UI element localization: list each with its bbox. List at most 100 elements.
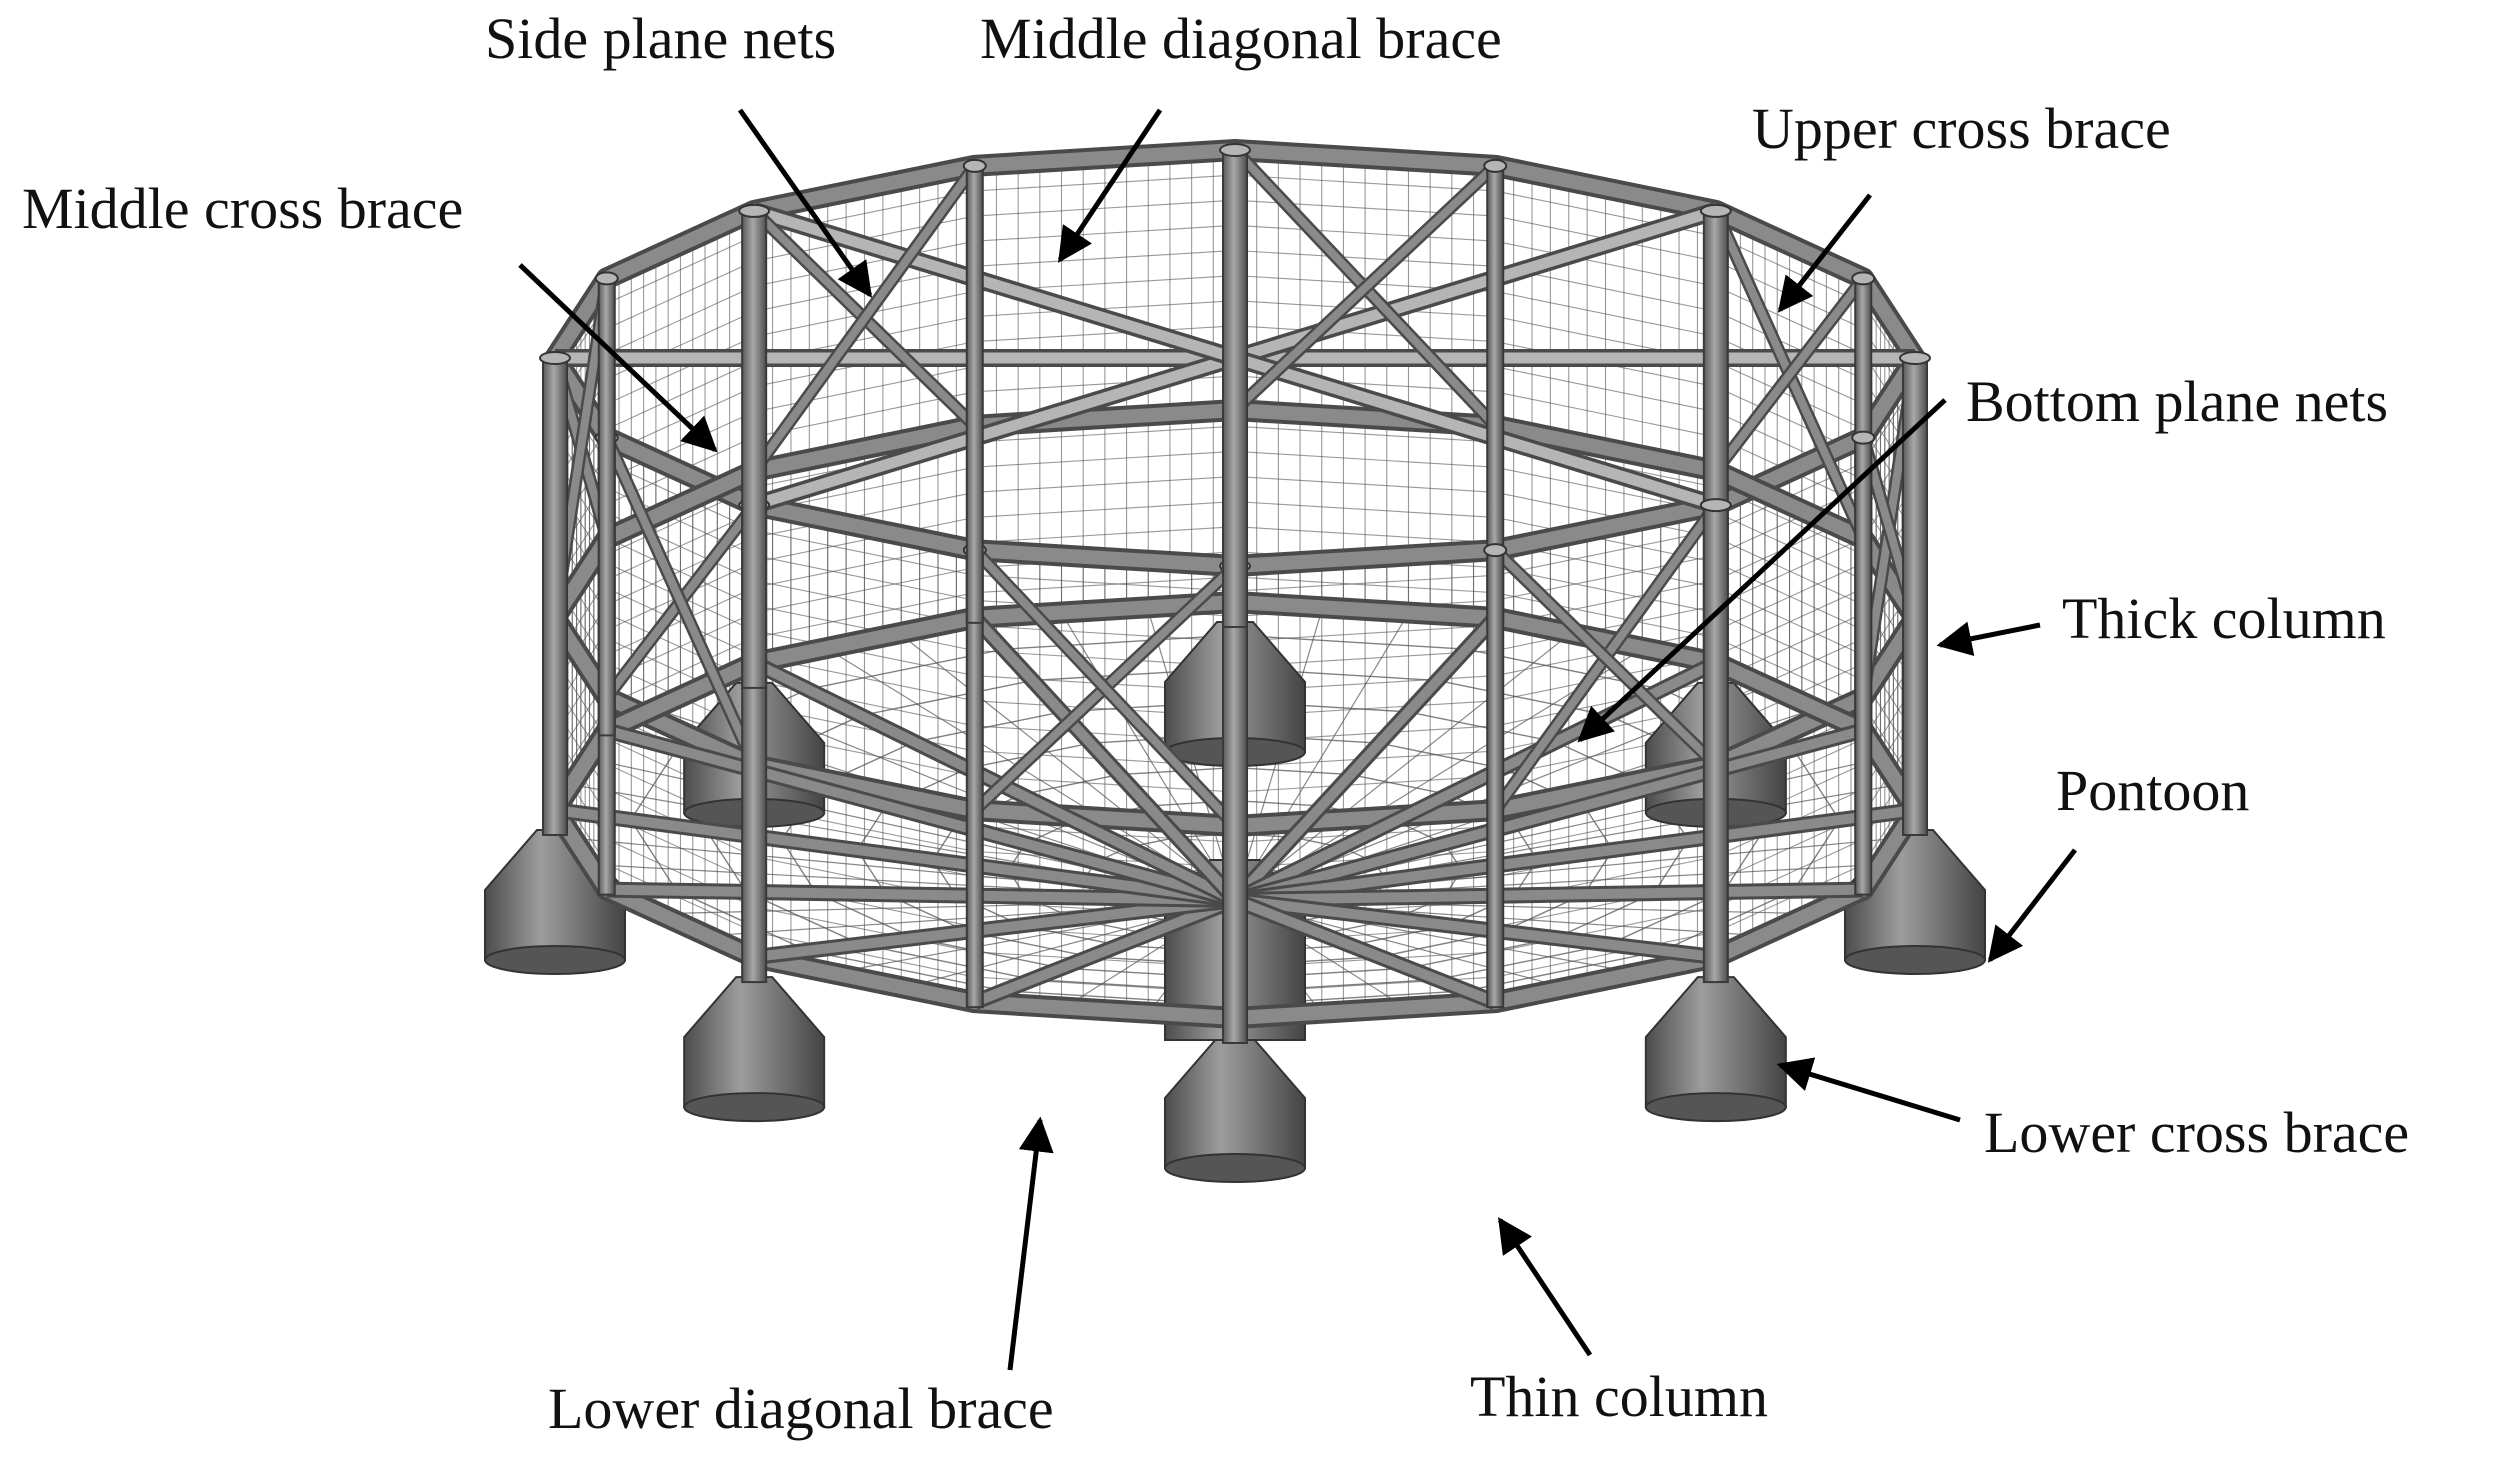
side-net-line <box>1234 574 1496 592</box>
leader-arrow <box>1497 1217 1593 1357</box>
side-net-line <box>754 592 975 639</box>
side-net-line <box>1495 931 1716 978</box>
side-net-line <box>1495 906 1716 953</box>
thick-column <box>1222 565 1248 1044</box>
side-net-line <box>754 366 975 413</box>
lower-radial-brace <box>971 614 1239 904</box>
label-pontoon: Pontoon <box>2056 758 2250 823</box>
middle-diagonal-brace <box>1712 275 1867 474</box>
leader-arrow <box>1776 1057 1961 1123</box>
column-cap <box>1699 203 1732 218</box>
lower-radial-brace <box>1233 895 1498 1007</box>
side-net-line <box>1715 537 1864 607</box>
leader-arrow <box>1577 398 1947 743</box>
leader-arrow <box>1987 848 2077 963</box>
side-net-line <box>1715 587 1864 657</box>
middle-diagonal-brace <box>1232 162 1498 413</box>
lower-radial-brace <box>1234 895 1717 963</box>
side-net-line <box>1234 300 1496 318</box>
column-cap <box>1219 143 1251 157</box>
leader-arrow <box>1936 621 2041 656</box>
side-net-line <box>974 475 1236 493</box>
side-net-line <box>974 174 1236 192</box>
pontoon-base <box>1164 1153 1306 1183</box>
side-net-line <box>974 450 1236 468</box>
middle-diagonal-brace <box>971 547 1238 829</box>
side-net-line <box>754 567 975 614</box>
lower-radial-brace <box>972 895 1237 1007</box>
lower-radial-brace <box>606 884 1236 905</box>
side-net-line <box>1234 624 1496 642</box>
side-net-line <box>1715 310 1864 380</box>
side-net-line <box>1234 526 1496 544</box>
side-net-line <box>974 624 1236 642</box>
side-net-line <box>1234 501 1496 518</box>
label-thick-column: Thick column <box>2062 586 2386 651</box>
side-net-line <box>1495 366 1716 413</box>
pontoon-base <box>484 945 626 975</box>
lower-radial-brace <box>1231 614 1499 904</box>
bottom-net-radial <box>1234 629 1576 901</box>
side-net-line <box>606 361 755 430</box>
lower-radial-brace <box>605 725 1237 905</box>
side-net-line <box>606 587 755 656</box>
thick-column <box>542 357 568 836</box>
side-net-line <box>1234 325 1496 343</box>
side-net-line <box>1715 285 1864 355</box>
leader-arrow-group <box>518 108 2077 1371</box>
pontoon-base <box>683 1092 826 1123</box>
side-net-line <box>606 536 755 606</box>
side-net-line <box>1234 249 1496 267</box>
pontoon-base <box>1844 945 1986 975</box>
bottom-net-radial <box>894 629 1236 901</box>
side-net-line <box>606 335 755 405</box>
side-net-line <box>754 931 975 978</box>
label-upper-cross-brace: Upper cross brace <box>1752 96 2171 161</box>
side-net-line <box>974 224 1236 242</box>
side-net-line <box>754 516 975 564</box>
leader-arrow <box>518 263 718 453</box>
thin-column <box>1854 436 1873 896</box>
column-cap <box>962 158 987 173</box>
side-net-line <box>1495 391 1716 438</box>
column-cap <box>738 203 771 218</box>
column-cap <box>1851 430 1876 445</box>
side-net-line <box>974 199 1236 217</box>
column-cap <box>1483 543 1508 558</box>
pontoon-group <box>484 621 1986 1183</box>
side-net-line <box>974 325 1236 343</box>
label-middle-diagonal-brace-top: Middle diagonal brace <box>980 6 1502 71</box>
thick-column <box>1702 504 1729 984</box>
thick-column <box>1222 149 1248 628</box>
middle-diagonal-brace <box>750 163 979 474</box>
lower-radial-brace <box>751 658 1238 905</box>
thin-column <box>1486 549 1505 1009</box>
column-cap <box>1851 271 1876 286</box>
side-net-line <box>1234 174 1496 192</box>
column-cap <box>1699 498 1732 513</box>
label-side-plane-nets: Side plane nets <box>485 6 837 71</box>
pontoon <box>1164 1037 1306 1183</box>
side-net-line <box>974 425 1236 443</box>
side-net-line <box>1495 240 1716 287</box>
column-cap <box>1899 351 1931 365</box>
side-net-line <box>974 300 1236 318</box>
side-net-line <box>1495 290 1716 338</box>
side-net-line <box>606 235 755 305</box>
side-net-line <box>606 637 755 706</box>
label-lower-diagonal-brace: Lower diagonal brace <box>548 1376 1054 1441</box>
pontoon-base <box>1644 1092 1787 1123</box>
column-group <box>539 143 1931 1044</box>
thin-column <box>965 164 984 624</box>
lower-radial-brace <box>554 805 1236 905</box>
pontoon <box>683 976 826 1123</box>
column-cap <box>1483 158 1508 173</box>
side-net-line <box>1495 604 1716 652</box>
lower-radial-brace <box>753 895 1236 963</box>
middle-diagonal-brace <box>1492 547 1719 768</box>
pontoon <box>1644 976 1787 1123</box>
pontoon-body <box>1164 1037 1306 1169</box>
label-thin-column: Thin column <box>1470 1364 1769 1429</box>
side-net-line <box>1234 475 1496 493</box>
